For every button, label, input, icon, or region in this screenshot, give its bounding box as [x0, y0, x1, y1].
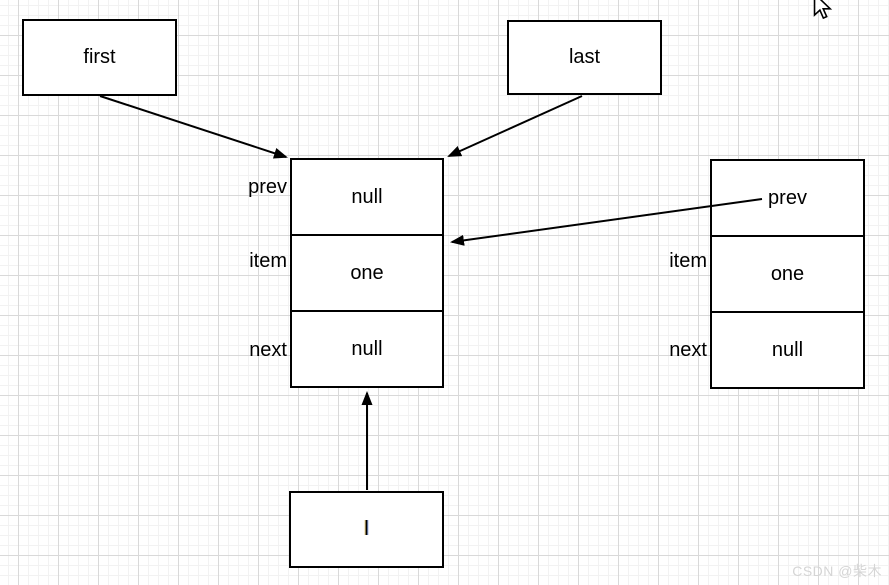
node-one-next-value: null [351, 337, 383, 360]
mouse-cursor-icon [813, 0, 833, 20]
node-one-next-label: next [249, 339, 287, 361]
node-right-prev-value: prev [768, 186, 807, 209]
first-pointer-label: first [83, 46, 116, 68]
node-right-next-value: null [771, 338, 804, 361]
edge-first-to-node[interactable] [99, 95, 288, 159]
node-right-item-label: item [669, 250, 707, 272]
node-one-prev-value: null [351, 185, 383, 208]
last-pointer-label: last [568, 46, 601, 68]
node-right-item-cell[interactable]: one [712, 237, 863, 313]
node-one[interactable]: null one null [290, 158, 444, 388]
watermark: CSDN @柴木 [792, 563, 882, 579]
l-pointer-label: l [364, 518, 369, 540]
node-one-prev-label: prev [248, 176, 287, 198]
first-pointer-box[interactable]: first [22, 19, 177, 96]
node-one-item-label: item [249, 250, 287, 272]
node-right-next-cell[interactable]: null [712, 313, 863, 387]
node-right-item-value: one [770, 262, 805, 285]
node-one-item-cell[interactable]: one [292, 236, 442, 312]
node-right-prev-cell[interactable]: prev [712, 161, 863, 237]
node-right-next-label: next [669, 339, 707, 361]
edge-last-to-node[interactable] [447, 95, 583, 157]
node-one-prev-cell[interactable]: null [292, 160, 442, 236]
last-pointer-box[interactable]: last [507, 20, 662, 95]
l-pointer-box[interactable]: l [289, 491, 444, 568]
node-one-item-value: one [350, 261, 384, 284]
node-one-next-cell[interactable]: null [292, 312, 442, 386]
node-right[interactable]: prev one null [710, 159, 865, 389]
